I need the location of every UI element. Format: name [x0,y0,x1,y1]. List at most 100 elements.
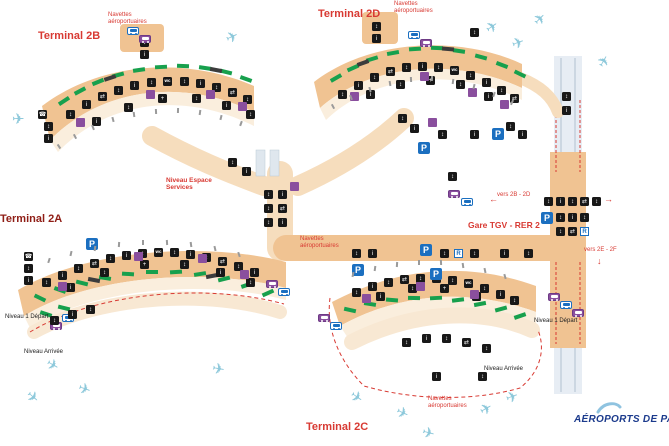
information-icon: i [196,79,205,88]
escalator-icon: ↕ [384,278,393,287]
terminal-2b-label: Terminal 2B [38,30,101,42]
airplane-icon: ✈ [222,27,242,48]
information-icon: i [496,290,505,299]
gate-icon [146,270,158,274]
escalator-icon: ↕ [510,296,519,305]
niveau-arrivee-left: Niveau Arrivée [24,349,64,355]
gate-icon [452,48,466,54]
escalator-icon: ↕ [497,86,506,95]
escalator-icon: ↕ [580,213,589,222]
gate-tick-icon [373,265,377,272]
transfer-icon: ⇄ [90,259,99,268]
toilets-icon: wc [163,77,172,86]
information-icon: i [568,213,577,222]
gate-tick-icon [503,273,507,280]
gate-icon [193,271,207,277]
information-icon: i [482,78,491,87]
first-aid-icon: + [426,76,435,85]
escalator-icon: ↕ [44,122,53,131]
gate-icon [343,306,357,314]
information-icon: i [242,167,251,176]
gate-tick-icon [132,111,136,118]
transfer-icon: ⇄ [218,257,227,266]
information-icon: i [366,90,375,99]
information-icon: i [92,117,101,126]
terminal-2c-label: Terminal 2C [306,421,369,433]
escalator-icon: ↕ [438,130,447,139]
bus-icon [330,322,342,330]
escalator-icon: ↕ [448,172,457,181]
information-icon: i [562,106,571,115]
gate-icon [386,49,400,57]
escalator-icon: ↕ [506,122,515,131]
logo-swoosh-icon [596,402,622,414]
gate-icon [407,295,421,301]
transfer-icon: ⇄ [568,227,577,236]
shuttle-bus-icon [448,190,460,198]
escalator-icon: ↕ [402,338,411,347]
shops-icon [428,118,437,127]
gate-tick-icon [451,78,455,85]
information-icon: i [500,249,509,258]
information-icon: i [368,282,377,291]
escalator-icon: ↕ [246,278,255,287]
parking-icon: P [418,142,430,154]
shops-icon [240,270,249,279]
arrow-down-icon: ↓ [597,256,602,266]
airplane-icon: ✈ [529,9,551,30]
bus-icon [278,288,290,296]
gate-tick-icon [189,241,193,248]
shuttle-bus-icon [266,280,278,288]
shops-icon [134,252,143,261]
shops-icon [198,254,207,263]
escalator-icon: ↕ [442,334,451,343]
niveau-1-depart-left: Niveau 1 Départ [5,314,49,320]
information-icon: i [354,81,363,90]
airplane-icon: ✈ [420,423,437,444]
first-aid-icon: + [140,260,149,269]
escalator-icon: ↕ [370,73,379,82]
escalator-icon: ↕ [470,28,479,37]
escalator-icon: ↕ [100,268,109,277]
airplane-icon: ✈ [593,51,615,72]
shops-icon [206,90,215,99]
shops-icon [470,290,479,299]
gate-icon [473,300,487,308]
escalator-icon: ↕ [398,114,407,123]
gate-icon [73,86,87,96]
escalator-icon: ↕ [396,80,405,89]
information-icon: i [422,334,431,343]
gare-tgv-rer-label: Gare TGV - RER 2 [468,220,540,230]
information-icon: i [368,249,377,258]
information-icon: i [250,268,259,277]
terminal-2a-label: Terminal 2A [0,213,63,225]
navettes-label-2d: Navettes aéroportuaires [394,1,433,14]
airplane-icon: ✈ [346,386,367,409]
airplane-icon: ✈ [210,360,226,379]
escalator-icon: ↕ [556,213,565,222]
gate-icon [385,297,399,303]
escalator-icon: ↕ [50,316,59,325]
gate-tick-icon [142,240,144,245]
information-icon: i [216,268,225,277]
escalator-icon: ↕ [480,284,489,293]
gate-icon [261,288,275,298]
information-icon: i [484,92,493,101]
escalator-icon: ↕ [556,227,565,236]
toilets-icon: wc [154,248,163,257]
shops-icon [58,282,67,291]
gate-tick-icon [330,103,336,110]
gate-icon [474,53,488,61]
rer-icon: R [580,227,589,236]
shops-icon [362,294,371,303]
information-icon: i [68,310,77,319]
shuttle-bus-icon [139,35,151,43]
shuttle-bus-icon [572,309,584,317]
gate-tick-icon [461,262,465,269]
escalator-icon: ↕ [470,249,479,258]
shuttle-bus-icon [318,314,330,322]
shops-icon [416,282,425,291]
information-icon: i [432,372,441,381]
